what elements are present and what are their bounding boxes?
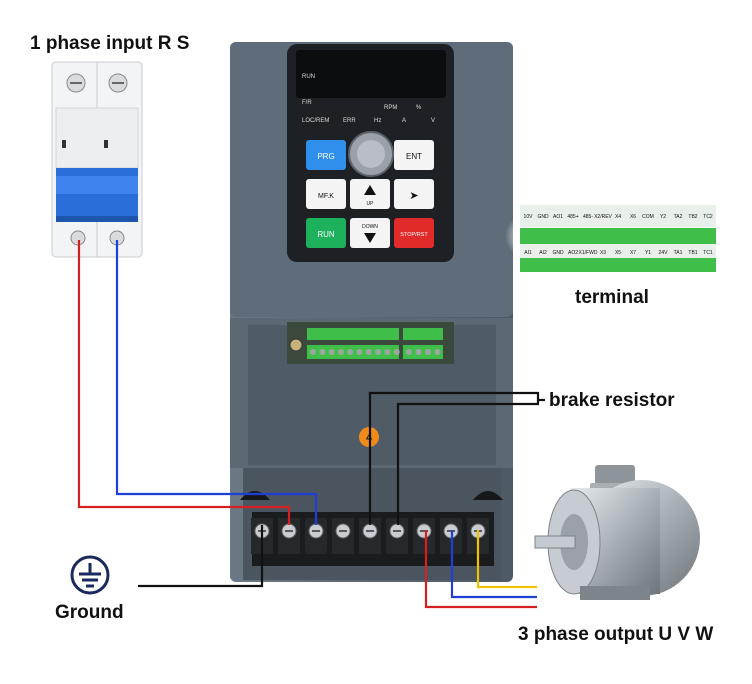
run-button-label: RUN <box>317 230 335 239</box>
board-screw <box>337 349 344 355</box>
terminal-pin-label: Y1 <box>645 250 651 256</box>
terminal-pin-label: Y2 <box>660 214 666 220</box>
display-fr: F/R <box>302 100 312 106</box>
power-terminal-screw[interactable] <box>278 518 300 554</box>
terminal-label: terminal <box>575 287 649 308</box>
terminal-pin-label: X6 <box>630 214 636 220</box>
output-label: 3 phase output U V W <box>518 624 714 645</box>
terminal-pin-label: TA1 <box>674 250 683 256</box>
terminal-pin-label: X7 <box>630 250 636 256</box>
board-screw <box>415 349 422 355</box>
display-run: RUN <box>302 74 315 80</box>
board-screw <box>319 349 326 355</box>
board-screw <box>365 349 372 355</box>
terminal-pin-label: X4 <box>615 214 621 220</box>
terminal-pin-label: GND <box>537 214 549 220</box>
prg-button[interactable] <box>306 140 346 170</box>
shift-button[interactable] <box>394 179 434 209</box>
terminal-pin-label: AO2 <box>568 250 578 256</box>
terminal-pin-label: TB1 <box>688 250 697 256</box>
display-a: A <box>402 118 406 124</box>
up-button-label: UP <box>367 201 375 207</box>
board-screw <box>356 349 363 355</box>
display-pct: % <box>416 105 422 111</box>
vfd-drive: 4 <box>230 42 513 582</box>
power-terminal-screw[interactable] <box>305 518 327 554</box>
display-locrem: LOC/REM <box>302 118 329 124</box>
power-terminal-screw[interactable] <box>386 518 408 554</box>
board-screw <box>384 349 391 355</box>
ent-button[interactable] <box>394 140 434 170</box>
power-terminal-screw[interactable] <box>332 518 354 554</box>
terminal-pin-label: TC1 <box>703 250 713 256</box>
board-screw <box>328 349 335 355</box>
stop-button-label: STOP/RST <box>400 232 428 238</box>
terminal-pin-label: AI1 <box>524 250 532 256</box>
mfk-button[interactable] <box>306 179 346 209</box>
wires <box>77 240 545 609</box>
mfk-button-label: MF.K <box>318 193 334 200</box>
ground-label: Ground <box>55 602 124 623</box>
terminal-pin-label: COM <box>642 214 654 220</box>
power-terminal-screw[interactable] <box>359 518 381 554</box>
terminal-pin-label: TC2 <box>703 214 713 220</box>
up-arrow-icon <box>364 185 376 195</box>
board-screw <box>310 349 316 355</box>
display-err: ERR <box>343 118 356 124</box>
terminal-pin-label: 10V <box>524 214 534 220</box>
display-v: V <box>431 118 435 124</box>
terminal-pin-label: 24V <box>659 250 669 256</box>
terminal-pin-label: AI2 <box>539 250 547 256</box>
terminal-pin-label: X5 <box>615 250 621 256</box>
stop-button[interactable] <box>394 218 434 248</box>
input-label: 1 phase input R S <box>30 33 190 54</box>
terminal-pin-label: GND <box>552 250 564 256</box>
control-terminal-board <box>287 322 454 364</box>
terminal-pin-label: X2/REV <box>594 214 612 220</box>
run-button[interactable] <box>306 218 346 248</box>
motor <box>534 465 700 600</box>
circuit-breaker <box>51 61 143 258</box>
board-screw <box>347 349 354 355</box>
keypad: PRG ENT MF.K UP ➤ RUN DOWN STOP/RST <box>306 131 434 248</box>
terminal-pin-label: X3 <box>600 250 606 256</box>
shift-arrow-icon: ➤ <box>409 190 418 202</box>
terminal-pin-label: TB2 <box>688 214 697 220</box>
board-screw <box>425 349 431 355</box>
board-screw <box>375 349 382 355</box>
down-button-label: DOWN <box>362 224 378 230</box>
ent-button-label: ENT <box>406 152 422 161</box>
display-hz: Hz <box>374 118 381 124</box>
terminal-pin-label: 485+ <box>567 214 578 220</box>
terminal-pin-label: 485- <box>583 214 593 220</box>
power-terminal-screw[interactable] <box>413 518 435 554</box>
board-screw <box>393 349 400 355</box>
display-rpm: RPM <box>384 105 397 111</box>
prg-button-label: PRG <box>317 152 334 161</box>
terminal-pin-label: X1/FWD <box>579 250 598 256</box>
brake-resistor-label: brake resistor <box>549 390 675 411</box>
board-screw <box>434 349 441 355</box>
terminal-pin-label: AO1 <box>553 214 563 220</box>
ground-icon <box>70 555 110 595</box>
board-screw <box>406 349 412 355</box>
terminal-zoom <box>505 190 725 282</box>
down-arrow-icon <box>364 233 376 243</box>
terminal-pin-label: TA2 <box>674 214 683 220</box>
